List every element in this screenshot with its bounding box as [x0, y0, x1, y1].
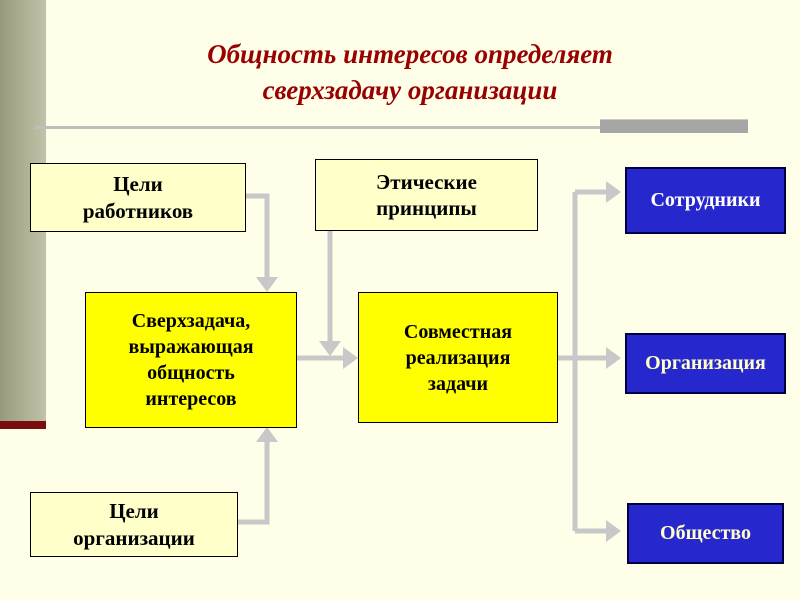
box-employees-label: Сотрудники [650, 189, 761, 211]
box-workers-goals-line2: работников [82, 198, 194, 223]
connector-orggoals-to-supertask [236, 441, 270, 525]
box-ethics-line2: принципы [376, 196, 477, 220]
box-ethics-line1: Этические [376, 169, 477, 194]
box-employees: Сотрудники [625, 167, 786, 234]
box-organization: Организация [625, 333, 786, 394]
arrowhead-into-employees [606, 181, 621, 203]
slide-title-line1: Общность интересов определяет [207, 39, 613, 69]
box-supertask-line1: Сверхзадача, [131, 310, 251, 332]
arrowhead-into-joint [343, 347, 358, 369]
arrowhead-into-society [606, 520, 621, 542]
box-organization-label: Организация [645, 352, 766, 374]
arrowhead-into-supertask-top [256, 277, 278, 292]
box-org-goals-line1: Цели [109, 499, 159, 524]
box-society-label: Общество [660, 522, 751, 544]
box-org-goals: Цели организации [30, 492, 238, 557]
box-joint-line3: задачи [427, 372, 489, 395]
box-joint-line1: Совместная [403, 320, 513, 343]
title-divider-thick-segment [600, 119, 748, 133]
arrowhead-into-organization [606, 347, 621, 369]
box-org-goals-line2: организации [73, 525, 195, 550]
title-divider-line [35, 126, 748, 129]
box-society: Общество [627, 503, 784, 564]
connector-workers-to-supertask [244, 193, 270, 278]
arrowhead-ethics-down [319, 341, 341, 356]
arrowhead-into-supertask-bottom [256, 427, 278, 442]
box-workers-goals-line1: Цели [113, 172, 163, 197]
box-joint-realization: Совместная реализация задачи [358, 292, 558, 423]
left-accent-maroon-line [0, 421, 46, 429]
box-supertask-line2: выражающая [128, 336, 254, 358]
box-supertask-line4: интересов [145, 388, 237, 410]
slide-title-line2: сверхзадачу организации [262, 75, 558, 106]
box-supertask-line3: общность [147, 362, 235, 384]
box-joint-line2: реализация [405, 346, 511, 369]
slide-title: Общность интересов определяет сверхзадач… [60, 36, 760, 109]
box-supertask: Сверхзадача, выражающая общность интерес… [85, 292, 297, 428]
box-workers-goals: Цели работников [30, 163, 246, 232]
box-ethics: Этические принципы [315, 159, 538, 231]
